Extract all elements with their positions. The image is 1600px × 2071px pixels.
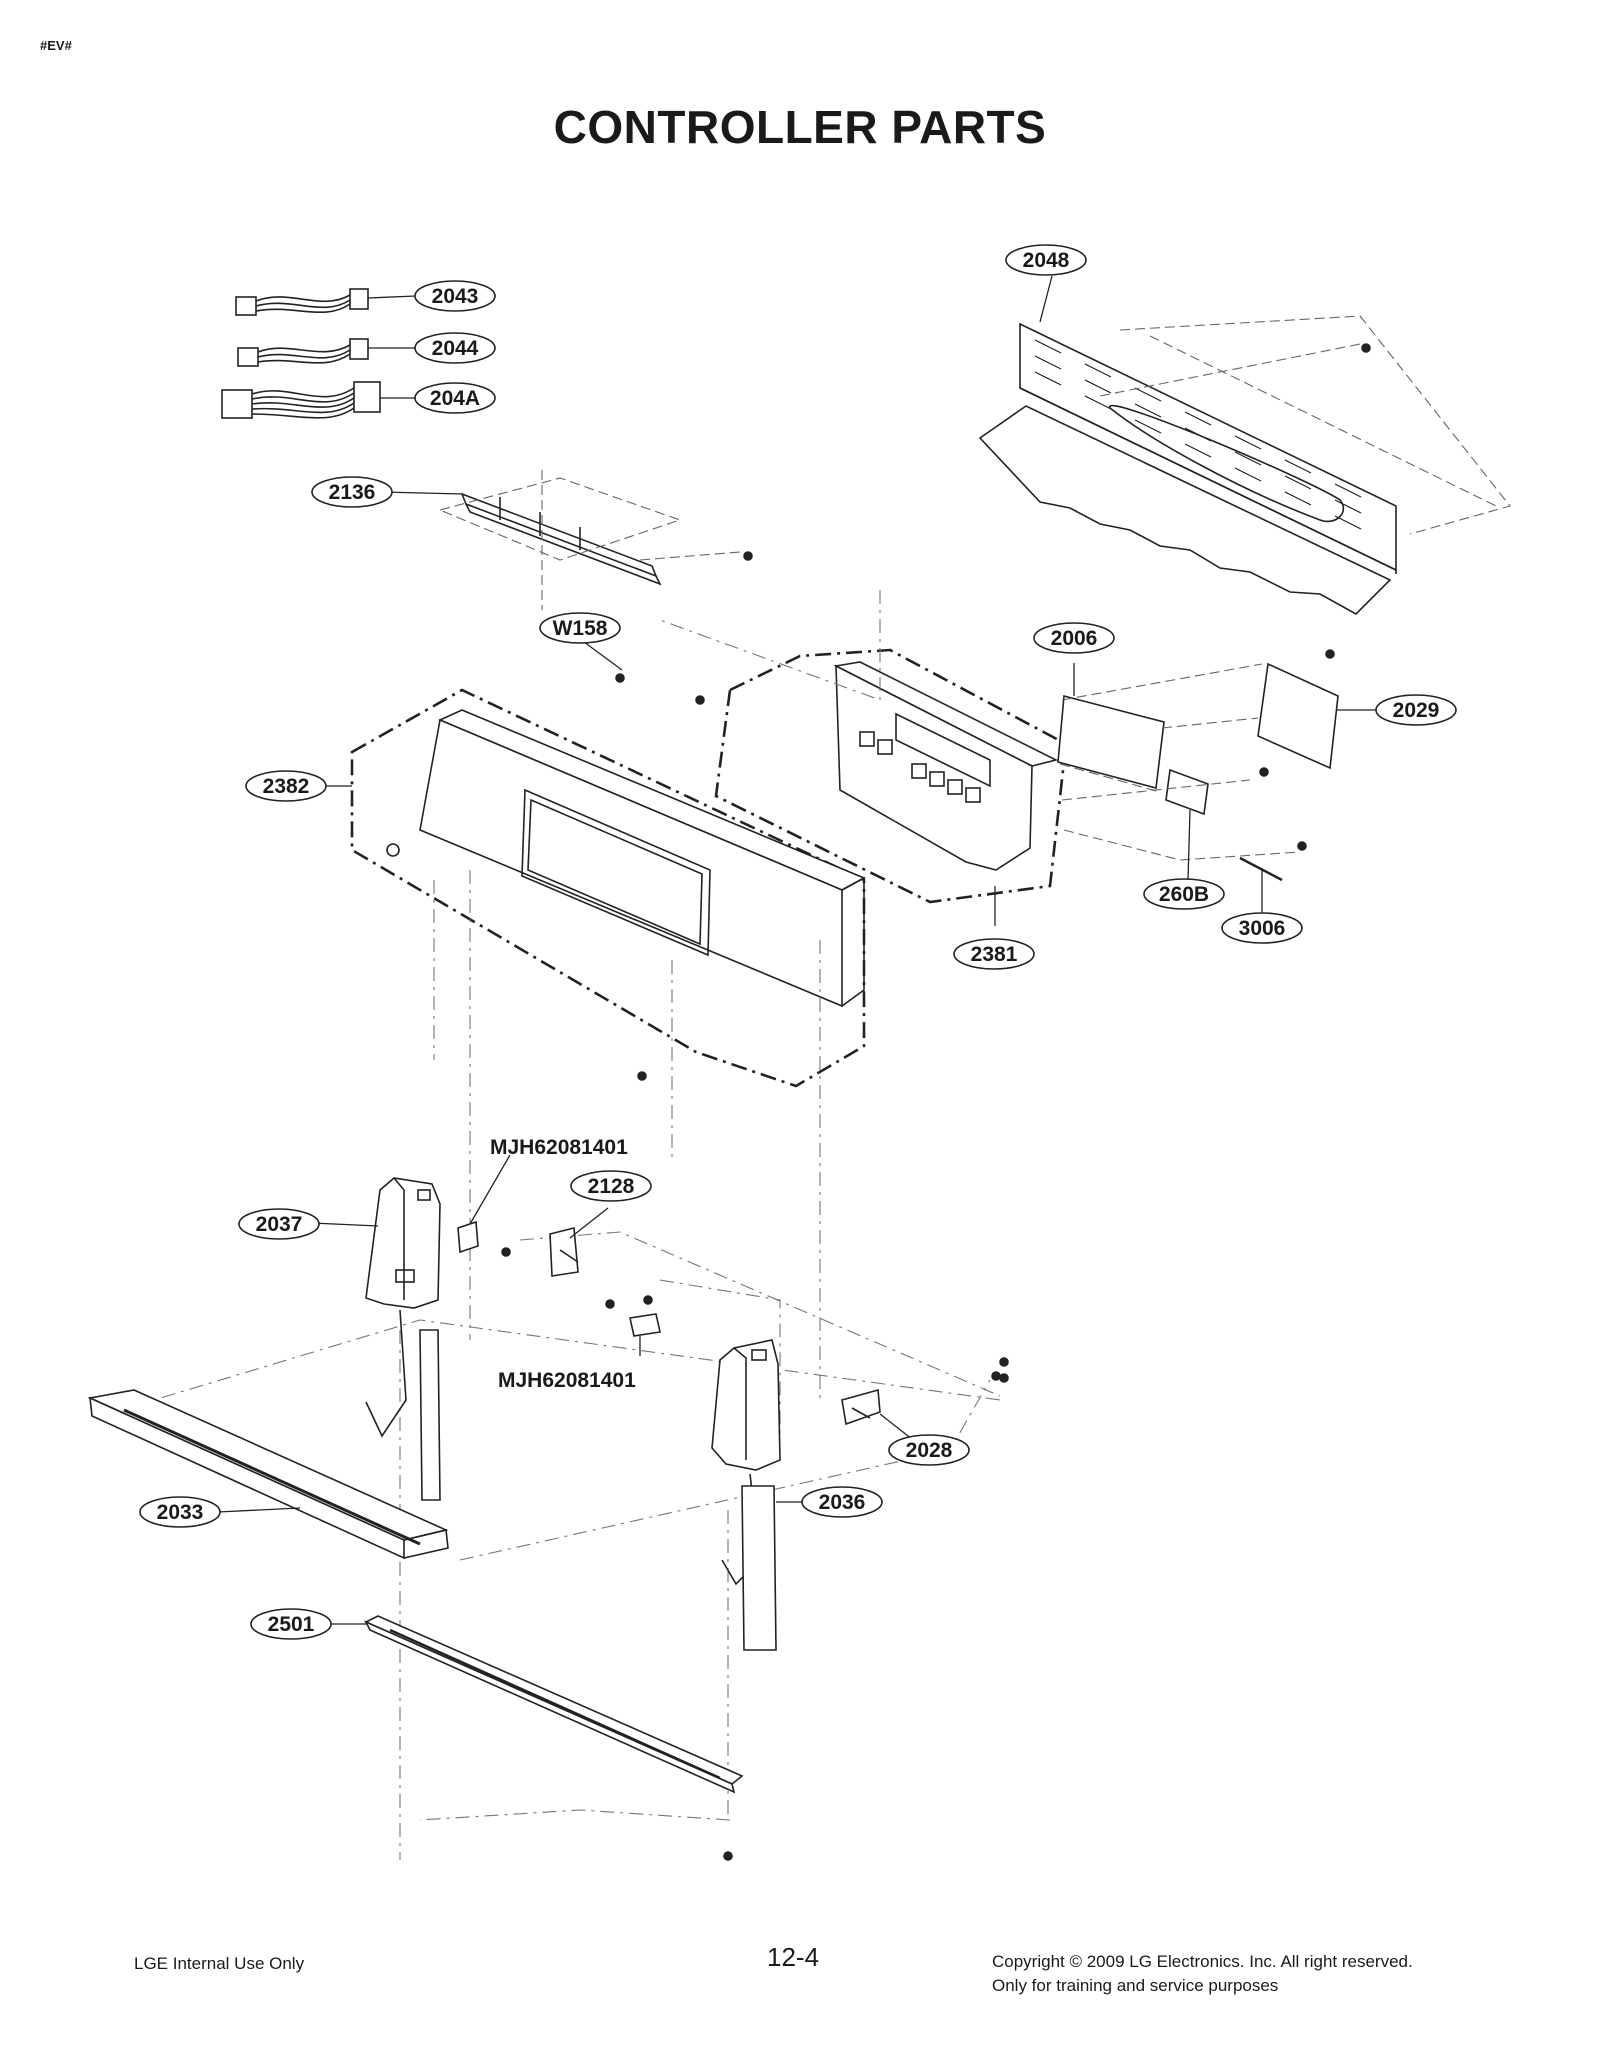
callout-labels: 2043 2044 204A 2136 2048 W158 2006 2029 …: [157, 249, 1440, 1636]
footer-copyright: Copyright © 2009 LG Electronics. Inc. Al…: [992, 1950, 1413, 1998]
callout-204A: 204A: [430, 387, 480, 410]
clip-mjh-lower: [629, 1313, 661, 1337]
board-2029: [1257, 662, 1339, 770]
enclosure-2382: [350, 688, 866, 1088]
callout-2136: 2136: [329, 481, 376, 504]
back-panel-2048: [978, 322, 1397, 615]
callout-2036: 2036: [819, 1491, 866, 1514]
rod-3006: [1239, 856, 1283, 882]
board-2006: [1057, 694, 1165, 790]
part-label-mjh-lower: MJH62081401: [498, 1369, 636, 1392]
clip-2028: [841, 1388, 881, 1426]
lower-trim-2501: [364, 1615, 744, 1794]
callout-2382: 2382: [263, 775, 310, 798]
callout-2381: 2381: [971, 943, 1018, 966]
callout-2037: 2037: [256, 1213, 303, 1236]
guide-lines-2048: [1099, 315, 1511, 535]
part-label-mjh-upper: MJH62081401: [490, 1136, 628, 1159]
corner-tag: #EV#: [40, 38, 72, 53]
callout-3006: 3006: [1239, 917, 1286, 940]
display-board-2381: [833, 661, 1059, 871]
wire-harness-2043: [235, 288, 369, 316]
callout-W158: W158: [553, 617, 608, 640]
footer-page-number: 12-4: [767, 1942, 820, 1972]
clip-mjh-upper: [457, 1220, 479, 1254]
training-notice-line: Only for training and service purposes: [992, 1976, 1279, 1995]
screws: [501, 343, 1371, 1861]
assembly-guide-lines: [133, 590, 1001, 1860]
back-panel-vents: [1034, 339, 1362, 530]
callout-2128: 2128: [588, 1175, 635, 1198]
callout-2048: 2048: [1023, 249, 1070, 272]
wire-harness-2044: [237, 338, 369, 367]
guide-lines-2136: [438, 470, 741, 610]
callout-2006: 2006: [1051, 627, 1098, 650]
bracket-2136: [460, 492, 662, 586]
callout-2501: 2501: [268, 1613, 315, 1636]
clip-2128: [549, 1226, 579, 1277]
control-panel-2382: [386, 709, 866, 1008]
callout-2043: 2043: [432, 285, 479, 308]
callout-260B: 260B: [1159, 883, 1209, 906]
copyright-line: Copyright © 2009 LG Electronics. Inc. Al…: [992, 1952, 1413, 1971]
callout-ellipses: [139, 244, 1457, 1640]
callout-2028: 2028: [906, 1439, 953, 1462]
page-title: CONTROLLER PARTS: [553, 101, 1047, 153]
callout-2044: 2044: [432, 337, 479, 360]
callout-2029: 2029: [1393, 699, 1440, 722]
front-trim-2033: [87, 1389, 449, 1560]
leader-lines: [217, 275, 1376, 1625]
board-260B: [1165, 768, 1209, 816]
footer-internal-use: LGE Internal Use Only: [134, 1954, 305, 1973]
callout-2033: 2033: [157, 1501, 204, 1524]
side-bracket-2036: [711, 1339, 781, 1651]
enclosure-2381: [714, 648, 1068, 904]
side-bracket-2037: [365, 1177, 441, 1501]
wire-harness-204A: [221, 381, 381, 419]
guide-lines-boards: [1059, 663, 1301, 861]
